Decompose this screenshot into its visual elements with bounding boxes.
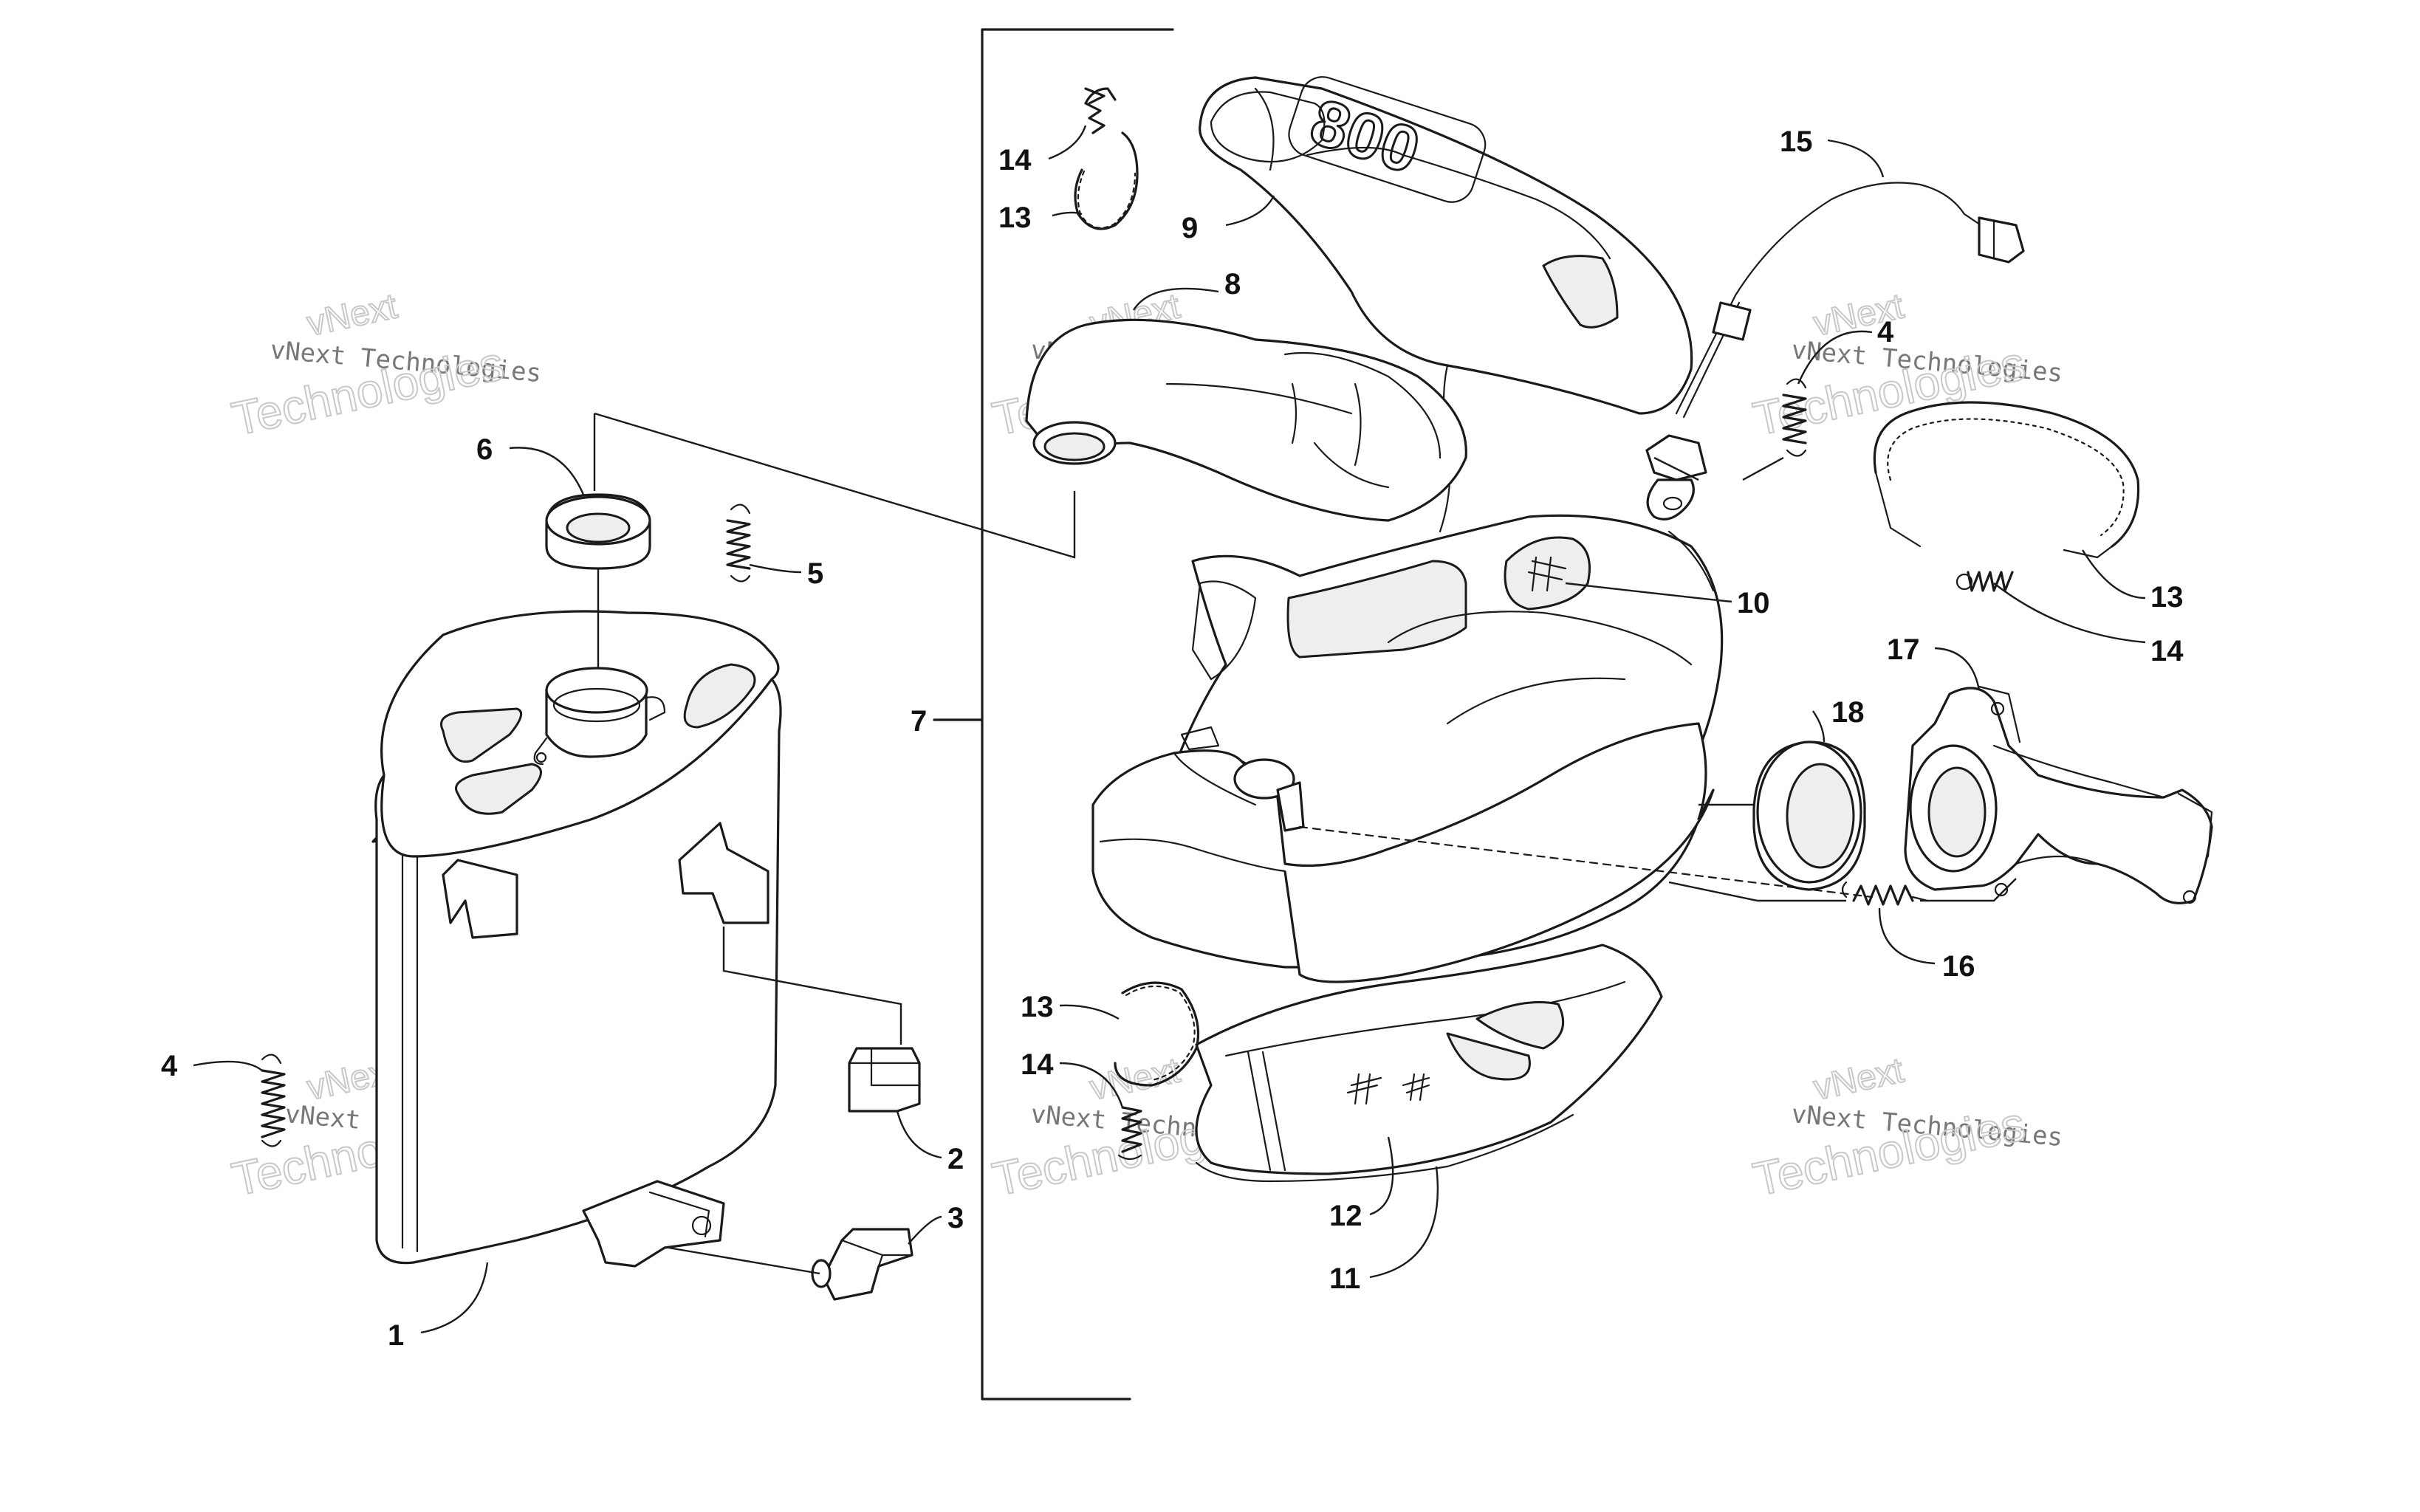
muffler-bottom-bracket <box>582 1180 725 1268</box>
clamp-strap-part-13-right <box>1873 401 2140 559</box>
manifold-part-17 <box>1904 685 2213 904</box>
leader-2-box <box>722 927 902 1045</box>
callout-13-top: 13 <box>998 202 1032 234</box>
callout-10: 10 <box>1737 587 1770 619</box>
dashed-reference-line <box>1298 825 1874 898</box>
spring-part-14-right <box>1955 571 2014 592</box>
callout-9: 9 <box>1182 212 1198 244</box>
muffler-bracket-left <box>442 859 518 939</box>
callout-2: 2 <box>947 1143 964 1175</box>
seal-ring-part-18 <box>1752 740 1866 891</box>
leader-8-box <box>593 412 1076 559</box>
callout-8: 8 <box>1224 268 1241 300</box>
callout-16: 16 <box>1942 950 1975 983</box>
watermark-top-right: vNext vNext Technologies Technologies <box>1748 286 2064 446</box>
watermark-vnext: vNext <box>1810 1051 1907 1107</box>
callout-17: 17 <box>1887 633 1920 666</box>
heat-shield-part-10 <box>1504 536 1591 611</box>
muffler-part-1 <box>371 610 782 1268</box>
callout-4-left: 4 <box>161 1050 178 1082</box>
muffler-bracket-right <box>678 822 769 924</box>
group-bracket-7 <box>933 28 1174 1401</box>
callout-3: 3 <box>947 1202 964 1234</box>
lower-chamber <box>1091 722 1715 983</box>
callout-14-top: 14 <box>998 144 1032 176</box>
callout-14-bottom: 14 <box>1021 1048 1054 1081</box>
leader-16-line <box>1668 878 2017 902</box>
callout-6: 6 <box>476 433 493 466</box>
callout-5: 5 <box>807 557 823 590</box>
callout-7: 7 <box>911 705 927 738</box>
watermark-bottom-right: vNext vNext Technologies Technologies <box>1748 1050 2064 1206</box>
callout-12: 12 <box>1329 1200 1362 1232</box>
spring-part-4-left <box>261 1054 286 1147</box>
spring-part-14-top <box>1084 87 1117 134</box>
callout-11: 11 <box>1329 1262 1360 1295</box>
leader-4-right-line <box>1653 456 1784 481</box>
spring-part-14-bottom <box>1117 1106 1142 1161</box>
spring-part-4-right <box>1782 378 1807 457</box>
rubber-mount-part-3 <box>811 1228 914 1301</box>
spring-part-5 <box>726 504 751 583</box>
clamp-chain-part-13-top <box>1074 131 1139 230</box>
leader-3-line <box>668 1246 820 1275</box>
callout-1: 1 <box>388 1319 404 1352</box>
watermark-vnext: vNext <box>304 286 400 343</box>
callout-4-right: 4 <box>1877 316 1894 348</box>
callout-15: 15 <box>1780 126 1813 158</box>
gasket-part-6 <box>545 493 651 570</box>
exhaust-sensor-part-15 <box>1645 182 2025 520</box>
callout-13-bottom: 13 <box>1021 991 1054 1023</box>
callout-18: 18 <box>1831 696 1865 729</box>
y-pipe-part-8 <box>1025 318 1467 522</box>
callout-14-right: 14 <box>2150 635 2184 667</box>
lower-heat-shield-part-12 <box>1195 944 1663 1183</box>
clamp-chain-part-13-bottom <box>1114 981 1199 1087</box>
spring-part-16 <box>1841 881 1929 906</box>
rubber-isolator-part-2 <box>848 1047 921 1113</box>
callouts: 1 2 3 4 4 5 6 7 8 9 10 11 12 <box>161 125 2184 1352</box>
watermark-top-left: vNext vNext Technologies Technologies <box>227 286 543 446</box>
callout-13-right: 13 <box>2150 581 2184 614</box>
